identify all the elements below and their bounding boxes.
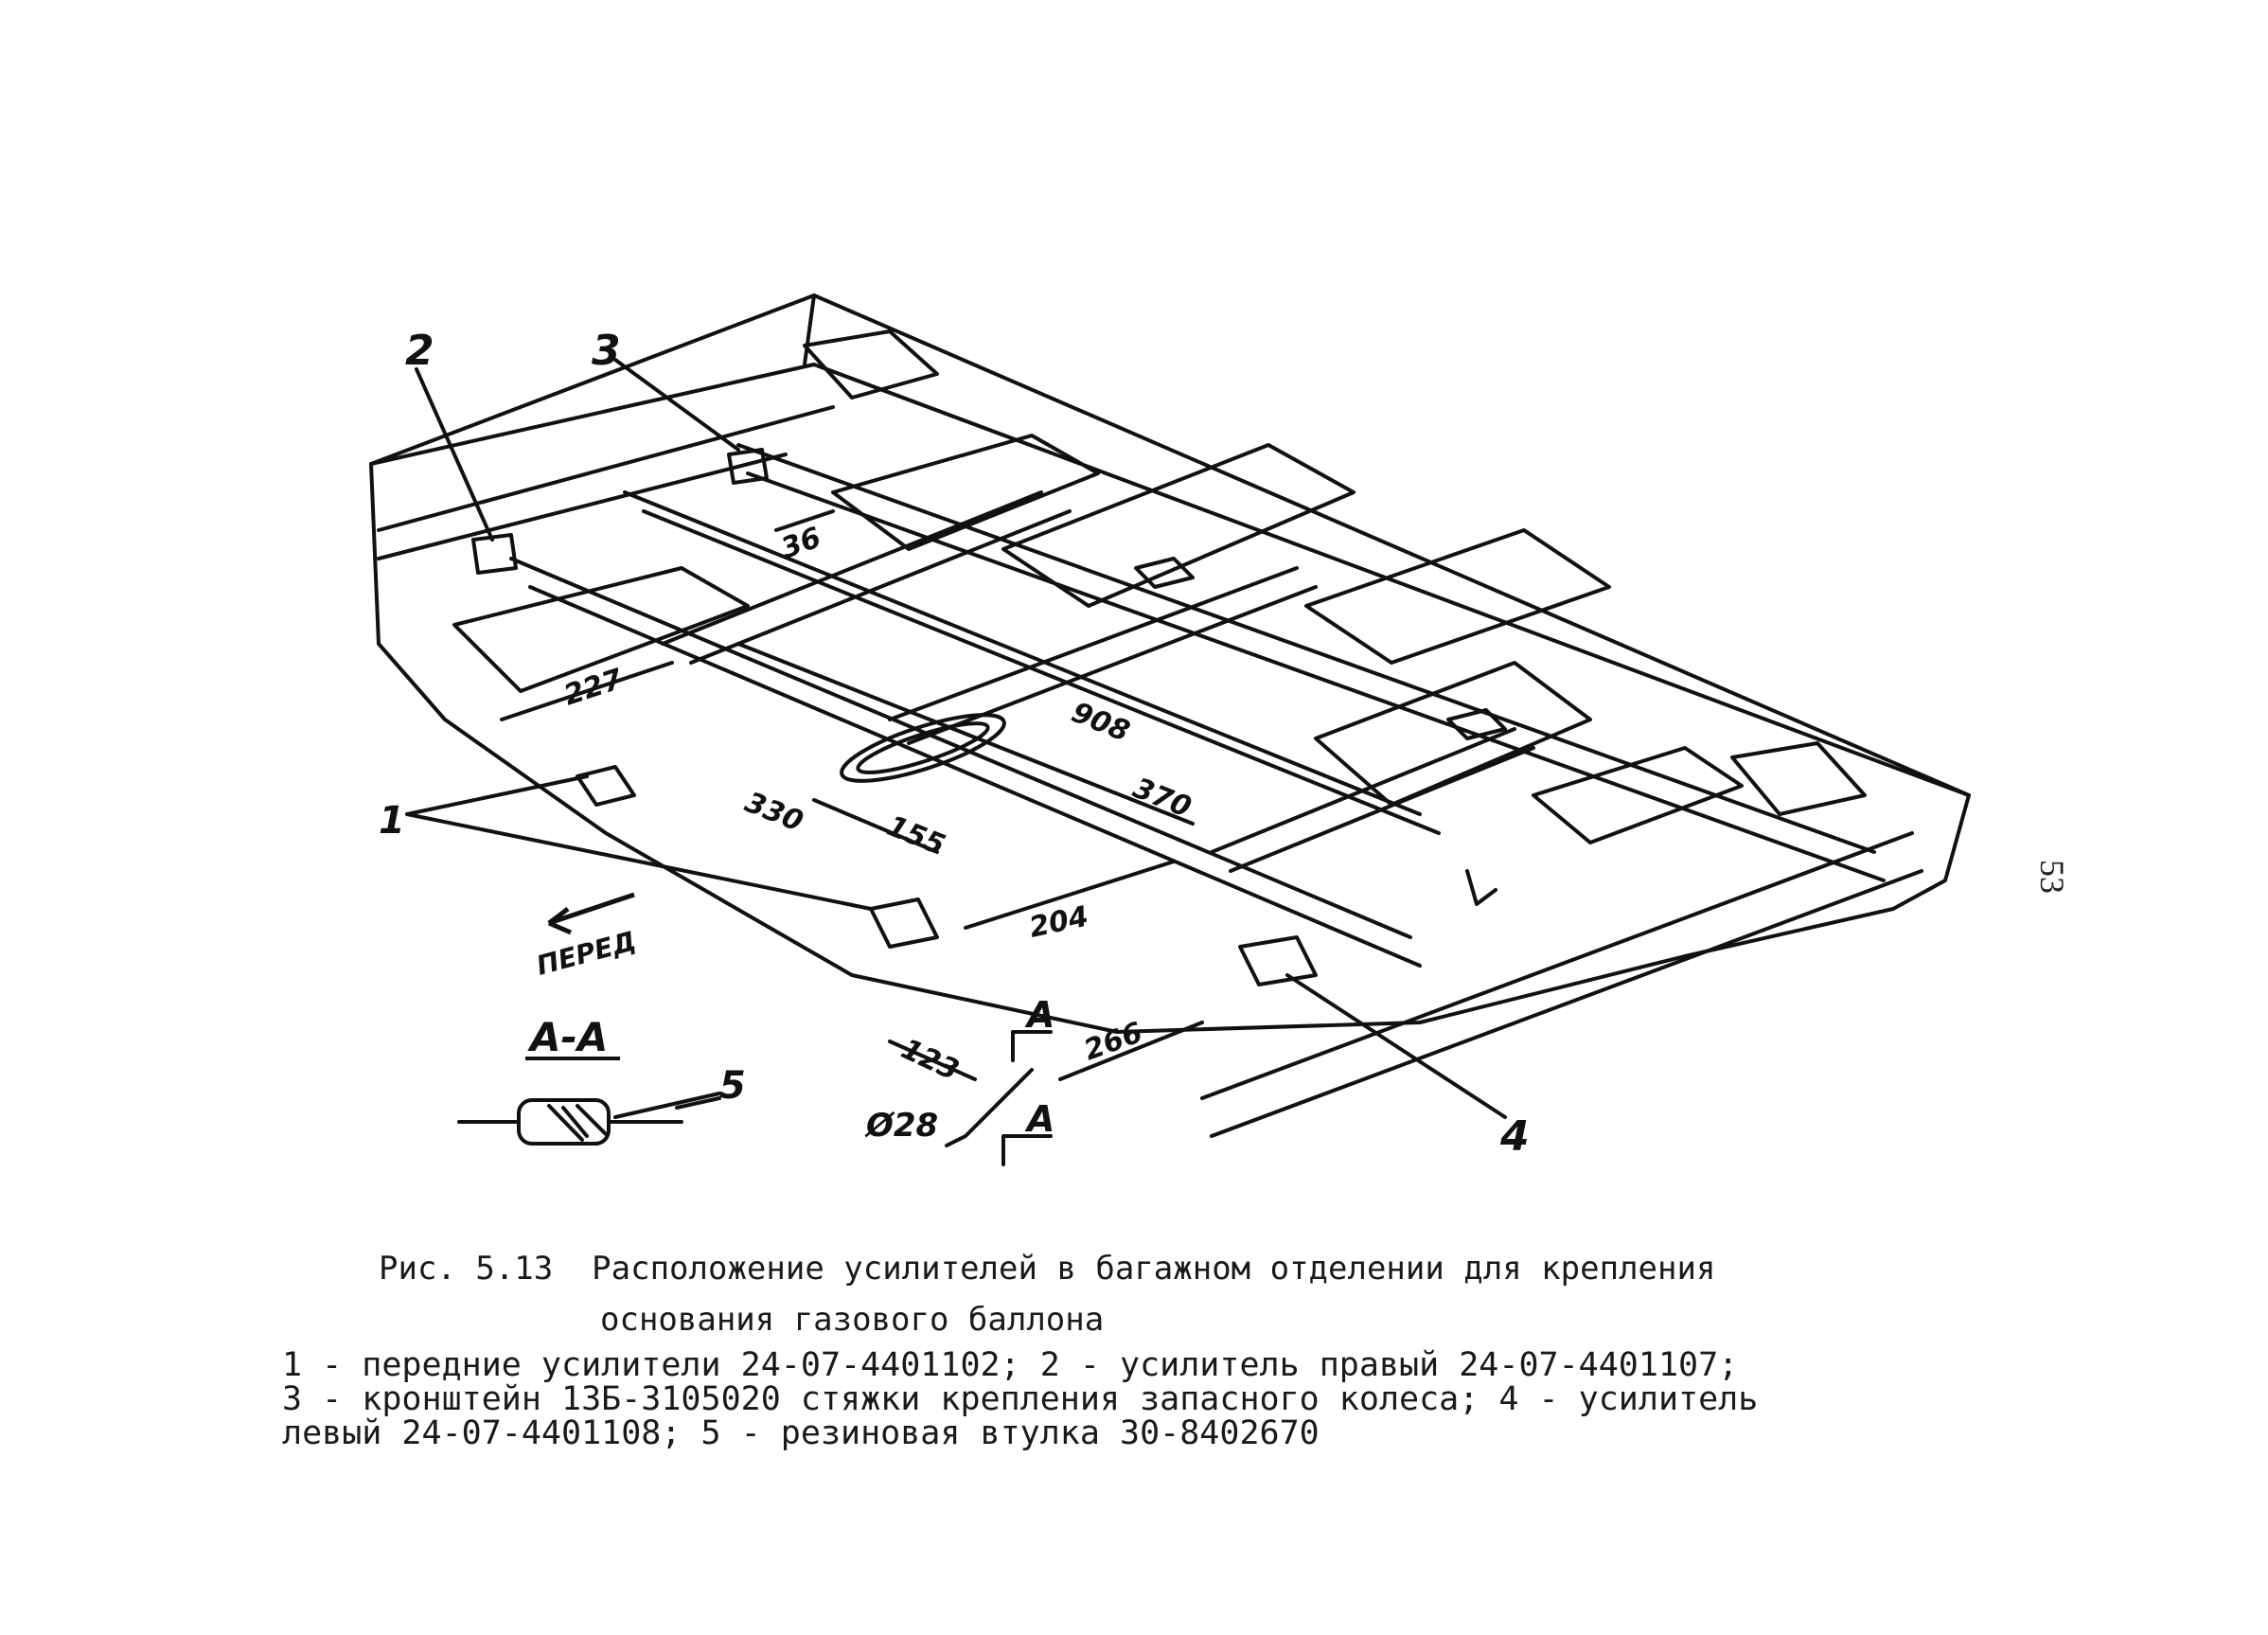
- reinforcement-1a: [576, 765, 636, 807]
- section-aa-bushing: [517, 1098, 611, 1146]
- dim-123: 123: [896, 1033, 965, 1088]
- callout-5: 5: [719, 1064, 746, 1108]
- dim-330: 330: [740, 786, 807, 839]
- direction-arrow: [547, 892, 635, 935]
- legend-line-1: 1 - передние усилители 24-07-4401102; 2 …: [282, 1346, 1739, 1384]
- floor-panel: [1532, 746, 1744, 844]
- legend-line-2: 3 - кронштейн 13Б-3105020 стяжки креплен…: [282, 1380, 1759, 1418]
- floor-panel: [831, 434, 1100, 551]
- dim-155: 155: [882, 809, 949, 862]
- reinforcement-1b: [869, 897, 939, 949]
- floor-panel: [1304, 528, 1611, 665]
- callout-2: 2: [405, 327, 434, 375]
- reinforcement-4: [1238, 935, 1318, 986]
- dim-diameter-28: Ø28: [864, 1107, 938, 1145]
- floor-panel: [452, 566, 750, 693]
- reinforcement-3: [727, 448, 769, 485]
- reinforcement-2: [471, 533, 518, 575]
- callout-4: 4: [1499, 1112, 1530, 1161]
- callout-1: 1: [379, 799, 405, 843]
- floor-panel: [1314, 661, 1592, 807]
- dim-370: 370: [1128, 772, 1196, 825]
- dim-227: 227: [560, 663, 627, 713]
- direction-label: ПЕРЕД: [533, 925, 639, 982]
- section-title: А-А: [527, 1014, 608, 1060]
- page-number: 53: [2033, 860, 2071, 894]
- figure-caption-line-1: Рис. 5.13 Расположение усилителей в бага…: [379, 1250, 1716, 1288]
- section-mark-a-top: A: [1024, 994, 1054, 1036]
- legend-line-3: левый 24-07-4401108; 5 - резиновая втулк…: [282, 1414, 1320, 1452]
- floor-panel: [1001, 443, 1355, 608]
- section-mark-a-bottom: A: [1024, 1098, 1054, 1140]
- figure-caption-line-2: основания газового баллона: [600, 1301, 1105, 1339]
- callout-3: 3: [592, 327, 621, 375]
